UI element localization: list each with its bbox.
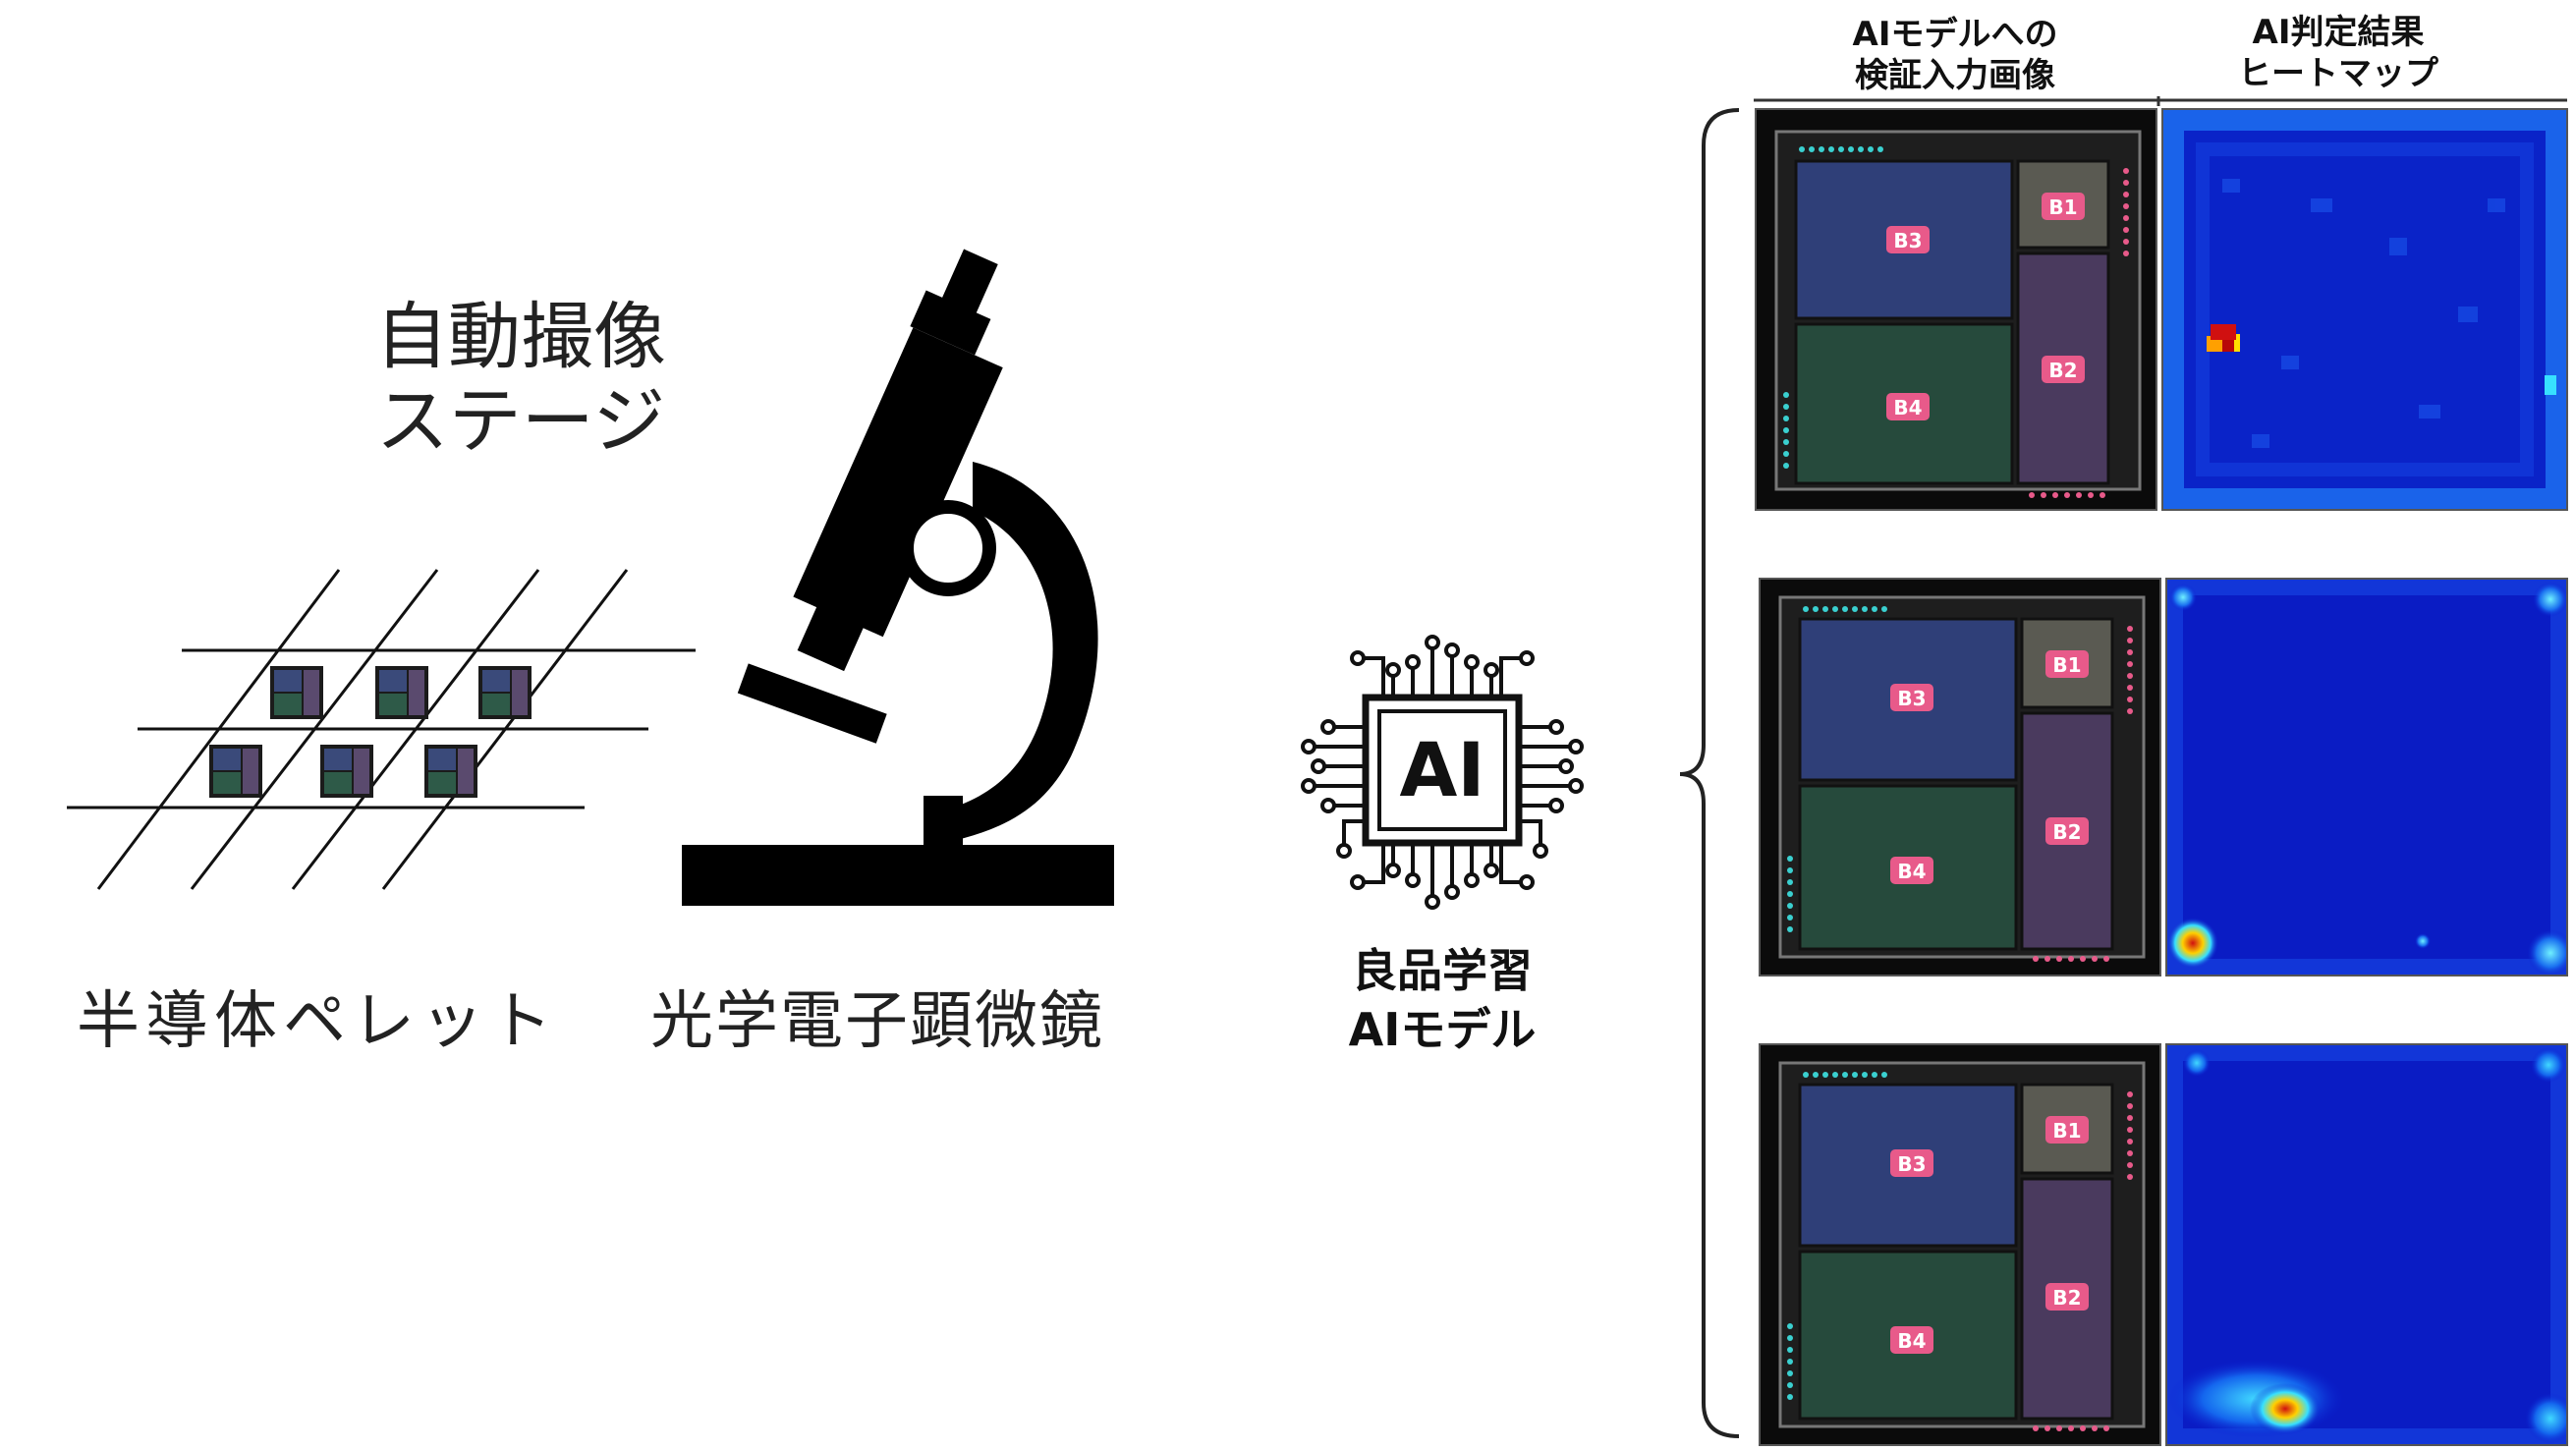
block-b2-badge: B2	[2042, 356, 2085, 383]
pellet-chip	[270, 666, 323, 719]
heatmap-2	[2165, 578, 2568, 977]
block-b3-badge: B3	[1890, 684, 1933, 711]
block-b2-badge: B2	[2045, 1283, 2089, 1311]
pellet-label: 半導体ペレット	[77, 985, 558, 1058]
block-b1-badge: B1	[2042, 193, 2085, 220]
heatmap-header-line1: AI判定結果	[2252, 13, 2425, 52]
svg-text:B4: B4	[1893, 396, 1922, 419]
stage-diagram	[67, 569, 696, 890]
pellet-chip	[375, 666, 428, 719]
input-image-3: B3 B4 B1 B2	[1759, 1043, 2161, 1446]
ai-model-label: 良品学習 AIモデル	[1287, 941, 1597, 1059]
stage-label: 自動撮像 ステージ	[373, 295, 668, 464]
microscope-icon	[682, 249, 1114, 906]
heatmap-header-line2: ヒートマップ	[2238, 54, 2438, 93]
stage-rails	[67, 569, 696, 890]
block-b3-badge: B3	[1890, 1149, 1933, 1177]
block-b3-badge: B3	[1886, 226, 1930, 253]
heatmap-1	[2161, 108, 2568, 511]
ai-model-label-line2: AIモデル	[1348, 1003, 1537, 1056]
ai-model-label-line1: 良品学習	[1352, 944, 1533, 997]
svg-text:B3: B3	[1897, 1152, 1926, 1176]
block-b1-badge: B1	[2045, 650, 2089, 678]
input-column-header: AIモデルへの 検証入力画像	[1768, 14, 2142, 96]
svg-text:B4: B4	[1897, 1329, 1926, 1353]
svg-text:B1: B1	[2052, 653, 2081, 677]
block-b2-badge: B2	[2045, 817, 2089, 845]
block-b4-badge: B4	[1886, 393, 1930, 420]
svg-text:B3: B3	[1893, 229, 1922, 252]
block-b4-badge: B4	[1890, 1326, 1933, 1354]
ai-chip-icon: AI	[1301, 635, 1584, 910]
input-header-line1: AIモデルへの	[1852, 15, 2058, 54]
ai-chip-text: AI	[1399, 726, 1484, 813]
svg-text:B1: B1	[2052, 1119, 2081, 1143]
pellet-row-2	[209, 745, 477, 798]
input-image-2: B3 B4 B1 B2	[1759, 578, 2161, 977]
heatmap-3	[2165, 1043, 2568, 1446]
input-image-1: B3 B4 B1 B2	[1755, 108, 2157, 511]
microscope-label: 光学電子顕微鏡	[650, 985, 1104, 1058]
pellet-chip	[320, 745, 373, 798]
svg-text:B3: B3	[1897, 687, 1926, 710]
group-bracket	[1679, 108, 1740, 1438]
svg-text:B2: B2	[2052, 820, 2081, 844]
svg-text:B2: B2	[2052, 1286, 2081, 1310]
pellet-chip	[209, 745, 262, 798]
svg-text:B2: B2	[2048, 359, 2077, 382]
pellet-row-1	[270, 666, 532, 719]
stage-label-line2: ステージ	[375, 379, 666, 464]
input-header-line2: 検証入力画像	[1855, 56, 2055, 95]
block-b4-badge: B4	[1890, 857, 1933, 884]
stage-label-line1: 自動撮像	[375, 295, 666, 379]
svg-text:B4: B4	[1897, 860, 1926, 883]
header-rule	[1754, 96, 2567, 106]
pellet-chip	[424, 745, 477, 798]
pellet-chip	[478, 666, 532, 719]
svg-text:B1: B1	[2048, 195, 2077, 219]
heatmap-column-header: AI判定結果 ヒートマップ	[2191, 12, 2486, 94]
block-b1-badge: B1	[2045, 1116, 2089, 1144]
